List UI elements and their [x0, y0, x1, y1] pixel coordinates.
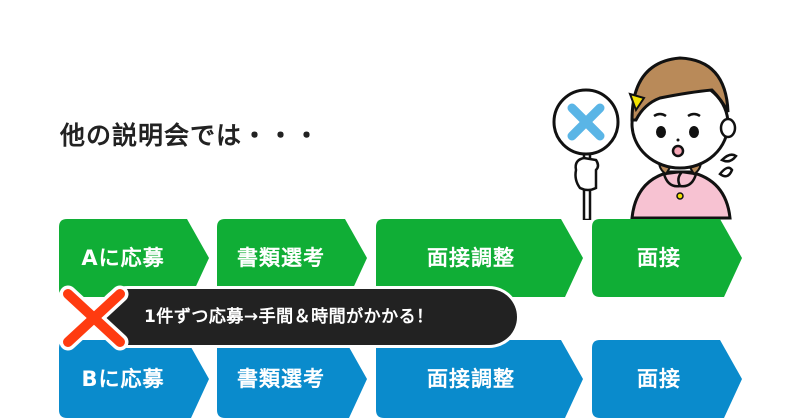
- flow-a-step-2: 書類選考: [217, 219, 367, 297]
- flow-b-step-2: 書類選考: [217, 340, 367, 418]
- section-heading: 他の説明会では・・・: [60, 121, 321, 150]
- step-label: 面接: [637, 246, 681, 270]
- step-label: 書類選考: [237, 367, 325, 391]
- flow-b-step-3: 面接調整: [376, 340, 583, 418]
- flow-a-step-4: 面接: [592, 219, 742, 297]
- cross-mark-icon: [56, 284, 132, 352]
- warning-banner: 1件ずつ応募→手間＆時間がかかる！: [100, 289, 517, 345]
- flow-a-step-3: 面接調整: [376, 219, 583, 297]
- step-label: 面接: [637, 367, 681, 391]
- hair: [630, 56, 730, 122]
- step-label: 書類選考: [237, 246, 325, 270]
- worried-girl-illustration: [540, 40, 740, 222]
- step-label: Bに応募: [81, 367, 165, 391]
- step-label: Aに応募: [81, 246, 165, 270]
- warning-text: 1件ずつ応募→手間＆時間がかかる！: [144, 307, 434, 327]
- flow-b-step-4: 面接: [592, 340, 742, 418]
- step-label: 面接調整: [427, 367, 515, 391]
- step-label: 面接調整: [427, 246, 515, 270]
- flow-a-step-1: Aに応募: [59, 219, 209, 297]
- x-mark-icon: [567, 103, 605, 141]
- flow-b-step-1: Bに応募: [59, 340, 209, 418]
